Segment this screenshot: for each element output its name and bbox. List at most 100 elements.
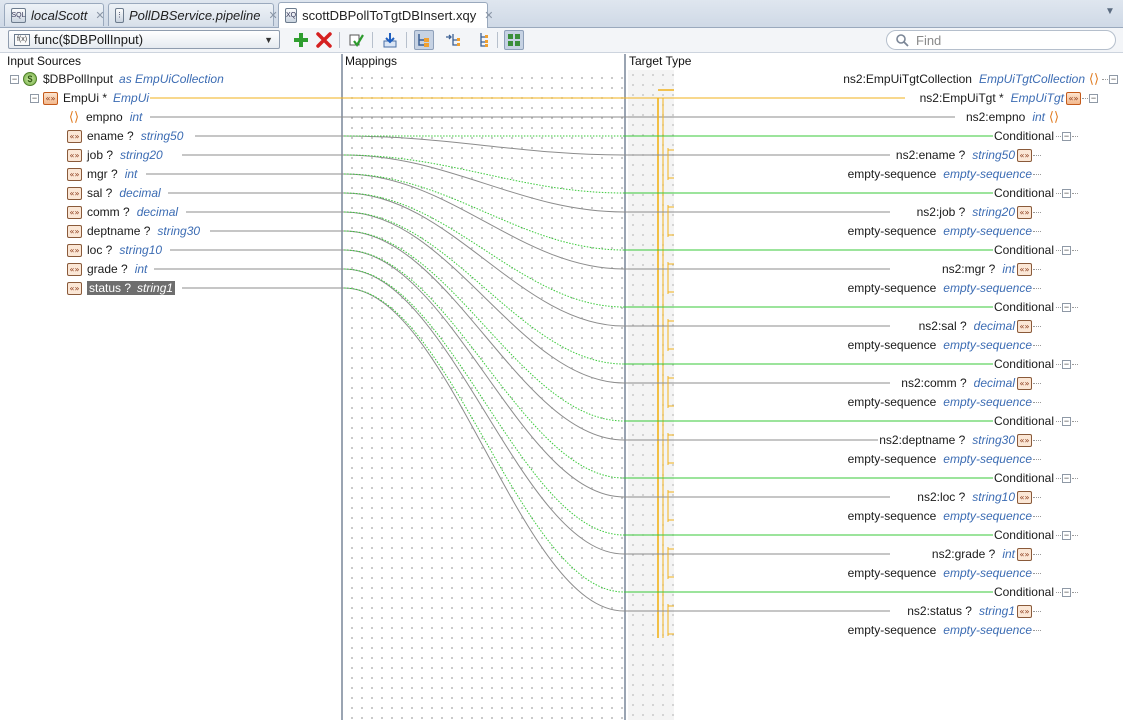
target-field-type: int [1002, 262, 1015, 276]
delete-function-button[interactable] [314, 30, 334, 50]
collapse-toggle-icon[interactable]: − [10, 73, 19, 84]
target-link-area [628, 70, 674, 720]
target-field-ename[interactable]: ns2:ename ?string50«» [894, 147, 1041, 163]
target-group-node[interactable]: ns2:EmpUiTgt * EmpUiTgt «» − [918, 90, 1098, 106]
show-mappings-button[interactable] [414, 30, 434, 50]
import-button[interactable] [380, 30, 400, 50]
collapse-toggle-icon[interactable]: − [1062, 586, 1071, 597]
target-field-status[interactable]: ns2:status ?string1«» [906, 603, 1041, 619]
target-field-type: string50 [972, 148, 1015, 162]
collapse-toggle-icon[interactable]: − [1062, 301, 1071, 312]
validate-button[interactable] [346, 30, 366, 50]
collapse-toggle-icon[interactable]: − [1062, 358, 1071, 369]
find-input[interactable] [916, 32, 1106, 48]
collapse-toggle-icon[interactable]: − [1062, 244, 1071, 255]
add-function-button[interactable] [291, 30, 311, 50]
source-field-grade[interactable]: «» grade ? int [67, 261, 149, 277]
field-name: ename ? [87, 129, 134, 143]
target-conditional-node[interactable]: Conditional− [992, 413, 1078, 429]
target-field-type: int [1002, 547, 1015, 561]
collapse-toggle-icon[interactable]: − [30, 92, 39, 103]
target-field-name: ns2:ename ? [895, 148, 966, 162]
target-field-mgr[interactable]: ns2:mgr ?int«» [940, 261, 1041, 277]
source-field-comm[interactable]: «» comm ? decimal [67, 204, 180, 220]
source-root-type: as EmpUiCollection [119, 72, 224, 86]
collapse-toggle-icon[interactable]: − [1089, 92, 1098, 103]
target-field-comm[interactable]: ns2:comm ?decimal«» [900, 375, 1041, 391]
target-conditional-node[interactable]: Conditional− [992, 470, 1078, 486]
search-icon [896, 34, 909, 47]
tab-scottdbpolltotgtdbinsert[interactable]: XQ scottDBPollToTgtDBInsert.xqy ✕ [278, 2, 493, 28]
source-field-sal[interactable]: «» sal ? decimal [67, 185, 162, 201]
target-conditional-node[interactable]: Conditional− [992, 185, 1078, 201]
collapse-toggle-icon[interactable]: − [1062, 187, 1071, 198]
source-field-mgr[interactable]: «» mgr ? int [67, 166, 139, 182]
target-field-type: decimal [973, 319, 1015, 333]
target-conditional-node[interactable]: Conditional− [992, 356, 1078, 372]
empty-sequence-type: empty-sequence [943, 338, 1032, 352]
source-root-name: $DBPollInput [43, 72, 114, 86]
source-field-deptname[interactable]: «» deptname ? string30 [67, 223, 202, 239]
target-field-name: ns2:loc ? [917, 490, 966, 504]
collapse-toggle-icon[interactable]: − [1109, 73, 1118, 84]
collapse-toggle-icon[interactable]: − [1062, 415, 1071, 426]
target-conditional-node[interactable]: Conditional− [992, 584, 1078, 600]
tab-label: localScott [31, 7, 88, 23]
element-icon: «» [67, 262, 82, 276]
input-mappings-splitter[interactable] [341, 54, 343, 720]
validate-check-icon [349, 34, 364, 47]
source-root-node[interactable]: − $ $DBPollInput as EmpUiCollection [10, 71, 224, 87]
source-field-status[interactable]: «» status ? string1 [67, 280, 176, 296]
target-field-deptname[interactable]: ns2:deptname ?string30«» [878, 432, 1041, 448]
auto-map-button[interactable] [504, 30, 524, 50]
empty-sequence-label: empty-sequence [847, 281, 937, 295]
target-root-node[interactable]: ns2:EmpUiTgtCollection EmpUiTgtCollectio… [842, 71, 1118, 87]
tab-list-dropdown-icon[interactable]: ▼ [1105, 6, 1115, 17]
source-field-loc[interactable]: «» loc ? string10 [67, 242, 164, 258]
target-type-title: Target Type [629, 54, 692, 68]
field-name: loc ? [87, 243, 113, 257]
conditional-label: Conditional [993, 471, 1054, 485]
find-box[interactable] [886, 30, 1116, 50]
target-field-grade[interactable]: ns2:grade ?int«» [930, 546, 1041, 562]
collapse-toggle-icon[interactable]: − [1062, 130, 1071, 141]
expand-tree-button[interactable] [443, 30, 463, 50]
collapse-tree-button[interactable] [471, 30, 491, 50]
mapping-canvas[interactable] [344, 70, 624, 720]
target-field-sal[interactable]: ns2:sal ?decimal«» [917, 318, 1041, 334]
source-field-job[interactable]: «» job ? string20 [67, 147, 164, 163]
target-field-empno[interactable]: ns2:empno int ⟨⟩ [964, 109, 1061, 125]
mappings-target-splitter[interactable] [624, 54, 626, 720]
element-icon: «» [67, 186, 82, 200]
source-field-empno[interactable]: ⟨⟩ empno int [67, 109, 144, 125]
element-icon: «» [1017, 604, 1032, 618]
close-icon[interactable]: ✕ [95, 9, 105, 22]
close-icon[interactable]: ✕ [268, 9, 278, 22]
target-conditional-node[interactable]: Conditional− [992, 128, 1078, 144]
collapse-toggle-icon[interactable]: − [1062, 529, 1071, 540]
target-field-loc[interactable]: ns2:loc ?string10«» [916, 489, 1041, 505]
collapse-toggle-icon[interactable]: − [1062, 472, 1071, 483]
target-group-type: EmpUiTgt [1010, 91, 1064, 105]
target-field-name: ns2:grade ? [931, 547, 996, 561]
close-icon[interactable]: ✕ [484, 10, 494, 22]
target-field-job[interactable]: ns2:job ?string20«» [915, 204, 1041, 220]
source-group-node[interactable]: − «» EmpUi * EmpUi [30, 90, 150, 106]
tab-polldbservice-pipeline[interactable]: ⋮ PollDBService.pipeline ✕ [108, 3, 278, 26]
element-icon: «» [1017, 319, 1032, 333]
source-field-ename[interactable]: «» ename ? string50 [67, 128, 185, 144]
target-conditional-node[interactable]: Conditional− [992, 242, 1078, 258]
function-select[interactable]: f(x) func($DBPollInput) ▼ [8, 30, 280, 49]
tab-localscott[interactable]: SQL localScott ✕ [4, 3, 105, 26]
target-conditional-node[interactable]: Conditional− [992, 299, 1078, 315]
target-conditional-node[interactable]: Conditional− [992, 527, 1078, 543]
